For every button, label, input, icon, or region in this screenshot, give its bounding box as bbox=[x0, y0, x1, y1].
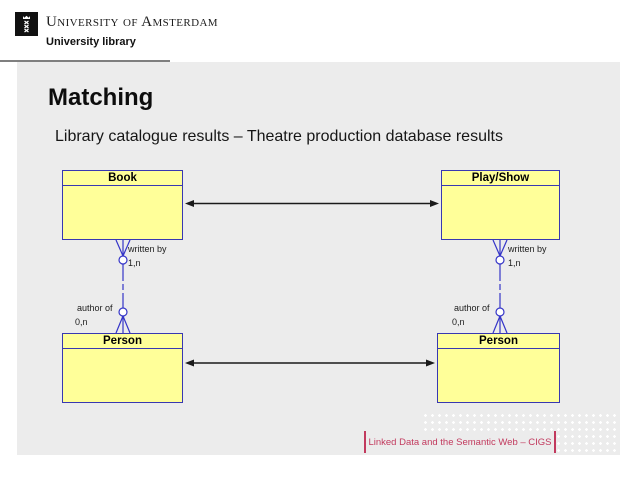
left-rel-role: author of bbox=[77, 303, 113, 313]
left-rel-verb: written by bbox=[128, 244, 167, 254]
footer-caption: Linked Data and the Semantic Web – CIGS bbox=[368, 436, 552, 448]
entity-person-left-title: Person bbox=[63, 334, 182, 349]
entity-play-show-title: Play/Show bbox=[442, 171, 559, 186]
slide-canvas: Matching Library catalogue results – The… bbox=[17, 62, 621, 455]
bottom-matching-arrow bbox=[185, 359, 435, 367]
entity-play-show-body bbox=[442, 186, 559, 239]
uva-crest-icon bbox=[15, 12, 38, 36]
right-rel-verb-cardinality: 1,n bbox=[508, 258, 521, 268]
left-rel-role-cardinality: 0,n bbox=[75, 317, 88, 327]
university-unit: University library bbox=[46, 36, 136, 48]
header-divider bbox=[0, 60, 170, 62]
entity-person-left: Person bbox=[62, 333, 183, 403]
slide-title: Matching bbox=[48, 84, 154, 111]
right-relationship-line bbox=[492, 239, 508, 334]
entity-book: Book bbox=[62, 170, 183, 240]
entity-person-right-title: Person bbox=[438, 334, 559, 349]
entity-book-body bbox=[63, 186, 182, 239]
entity-person-right-body bbox=[438, 349, 559, 402]
right-rel-role: author of bbox=[454, 303, 490, 313]
top-matching-arrow bbox=[185, 200, 439, 207]
entity-book-title: Book bbox=[63, 171, 182, 186]
slide-subtitle: Library catalogue results – Theatre prod… bbox=[55, 128, 503, 145]
university-name: University of Amsterdam bbox=[46, 14, 218, 30]
entity-play-show: Play/Show bbox=[441, 170, 560, 240]
entity-person-left-body bbox=[63, 349, 182, 402]
right-rel-role-cardinality: 0,n bbox=[452, 317, 465, 327]
left-rel-verb-cardinality: 1,n bbox=[128, 258, 141, 268]
entity-person-right: Person bbox=[437, 333, 560, 403]
footer-caption-strip: Linked Data and the Semantic Web – CIGS bbox=[364, 431, 556, 453]
right-rel-verb: written by bbox=[508, 244, 547, 254]
